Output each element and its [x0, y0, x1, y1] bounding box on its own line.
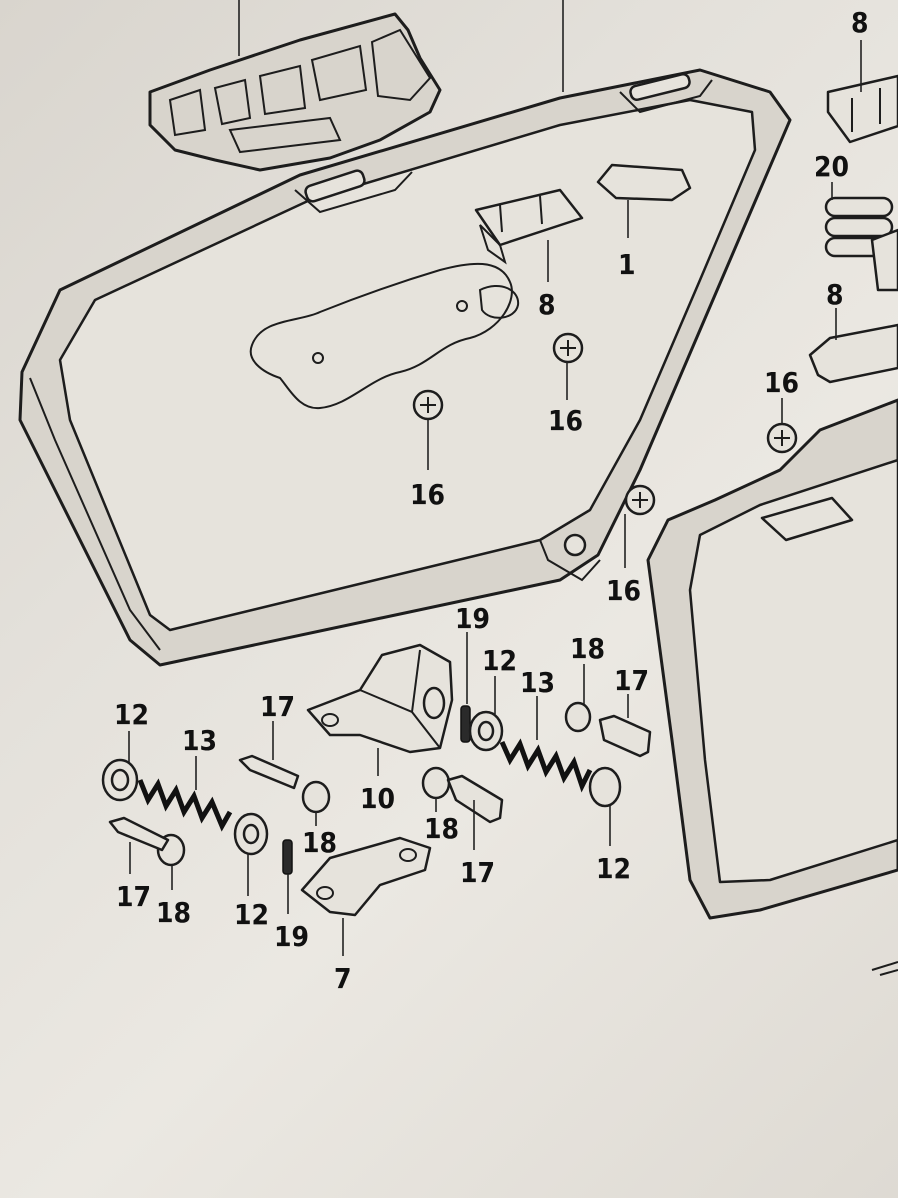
callout-8-top-right: 8 — [851, 6, 869, 39]
callout-8-right: 8 — [826, 278, 844, 311]
part-16-screw-d — [624, 484, 656, 516]
callout-18-mid: 18 — [424, 812, 459, 845]
callout-7: 7 — [334, 962, 352, 995]
callout-18-top: 18 — [570, 632, 605, 665]
part-16-screw-b — [552, 332, 584, 364]
right-spring-assembly — [421, 701, 652, 824]
part-8-clip-right-top — [826, 74, 898, 144]
callout-12-right: 12 — [596, 852, 631, 885]
callout-20: 20 — [814, 150, 849, 183]
callout-12-left-bottom: 12 — [234, 898, 269, 931]
part-10-bracket — [306, 643, 454, 754]
callout-1: 1 — [618, 248, 636, 281]
callout-16-d: 16 — [606, 574, 641, 607]
callout-18-left-mid: 18 — [302, 826, 337, 859]
callout-8-center: 8 — [538, 288, 556, 321]
leader-lines — [128, 0, 862, 956]
part-20-rods — [824, 196, 898, 292]
callout-18-left-bottom: 18 — [156, 896, 191, 929]
callout-10: 10 — [360, 782, 395, 815]
callout-12-top: 12 — [482, 644, 517, 677]
emblem-badge — [148, 12, 442, 172]
callout-17-left-bottom: 17 — [116, 880, 151, 913]
callout-19-bottom: 19 — [274, 920, 309, 953]
part-7-bracket — [300, 836, 432, 917]
callout-17-mid: 17 — [460, 856, 495, 889]
callout-16-a: 16 — [410, 478, 445, 511]
part-16-screw-c — [766, 422, 798, 454]
callout-19-top: 19 — [455, 602, 490, 635]
part-1-rubber-pad — [596, 163, 692, 202]
part-8-clip-center — [474, 188, 584, 265]
callout-labels: 1 8 8 8 20 16 16 16 16 19 12 13 18 17 10… — [114, 6, 869, 995]
right-housing — [646, 398, 898, 976]
callout-13-left: 13 — [182, 724, 217, 757]
callout-17-left-top: 17 — [260, 690, 295, 723]
part-16-screw-a — [412, 389, 444, 421]
callout-16-c: 16 — [764, 366, 799, 399]
callout-13-right: 13 — [520, 666, 555, 699]
side-cover-frame — [18, 68, 792, 667]
callout-16-b: 16 — [548, 404, 583, 437]
part-8-clip-right-mid — [808, 323, 898, 384]
callout-17-top-right: 17 — [614, 664, 649, 697]
callout-12-left: 12 — [114, 698, 149, 731]
left-spring-assembly — [101, 754, 331, 875]
